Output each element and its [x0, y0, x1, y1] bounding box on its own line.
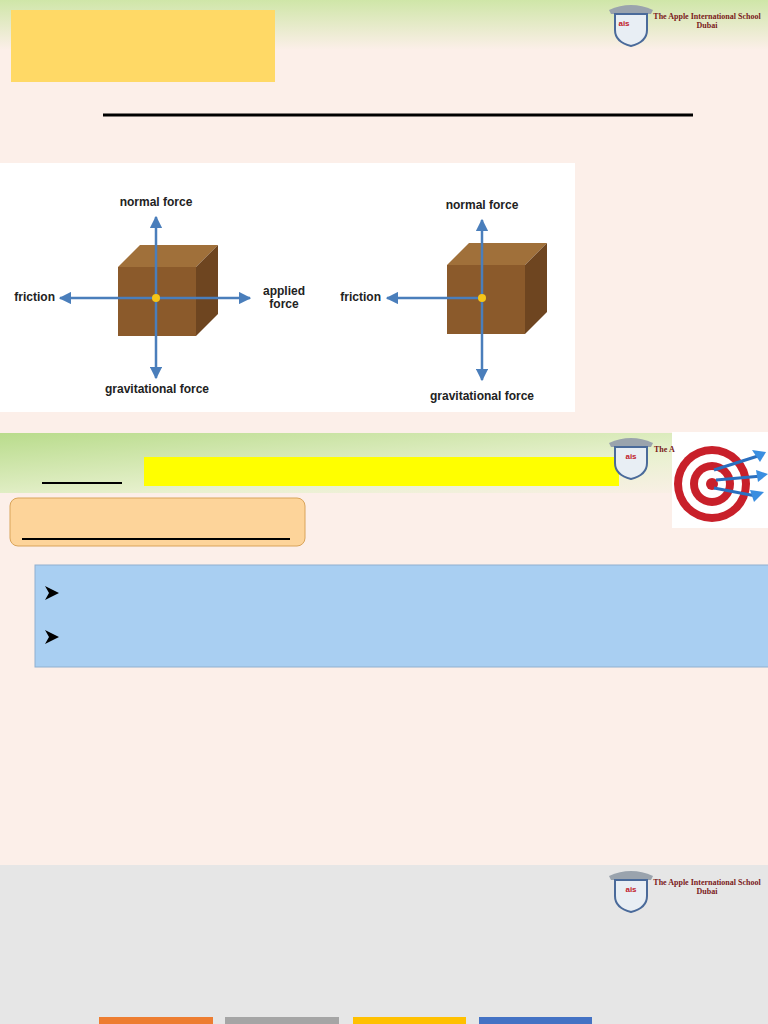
bullet-box: [35, 565, 768, 667]
force-label: normal force: [120, 196, 193, 209]
color-bar: [479, 1017, 592, 1024]
logo-initials: ais: [618, 20, 629, 29]
slide-ground: [0, 865, 768, 1024]
logo-initials: ais: [625, 453, 636, 462]
cube: [118, 245, 218, 336]
highlight-bar: [144, 457, 619, 486]
school-name: The Apple International School Dubai: [653, 879, 761, 897]
color-bar: [99, 1017, 213, 1024]
dartboard-icon: [672, 432, 768, 528]
objective-underline: [22, 538, 290, 540]
school-shield: [609, 5, 653, 46]
logo-initials: ais: [625, 886, 636, 895]
slide-header: [0, 433, 768, 493]
title-box: [11, 10, 275, 82]
cube: [447, 243, 547, 334]
force-label: gravitational force: [430, 390, 534, 403]
slide-ground: [0, 0, 768, 433]
image-panel: [0, 163, 575, 412]
center-dot: [152, 294, 160, 302]
force-arrows: [60, 217, 250, 378]
bullet-arrow: [45, 586, 59, 644]
school-shield: [609, 871, 653, 912]
force-label: normal force: [446, 199, 519, 212]
force-label: friction: [340, 291, 381, 304]
school-name: The A: [654, 446, 675, 455]
school-shield: [609, 438, 653, 479]
force-label: applied force: [258, 285, 310, 311]
school-name: The Apple International School Dubai: [653, 13, 761, 31]
force-label: gravitational force: [105, 383, 209, 396]
heading-underline: [42, 482, 122, 484]
color-bar: [353, 1017, 466, 1024]
center-dot: [478, 294, 486, 302]
objective-box: [10, 498, 305, 546]
color-bar: [225, 1017, 339, 1024]
force-label: friction: [14, 291, 55, 304]
force-arrows: [387, 220, 482, 380]
title-underline: [103, 114, 693, 117]
